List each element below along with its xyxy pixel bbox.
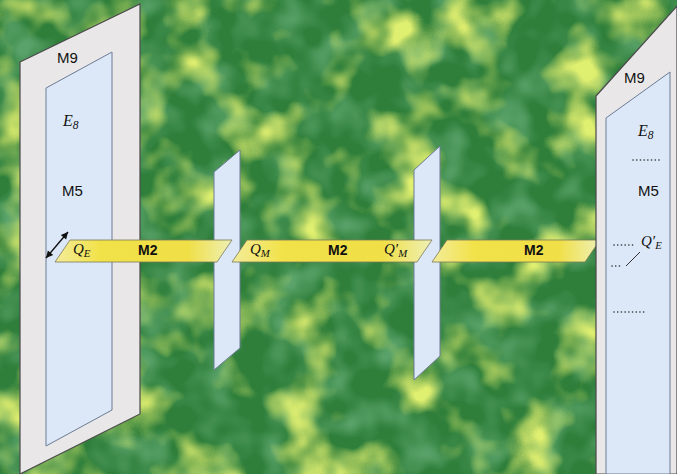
brane-label: M9 xyxy=(57,50,78,67)
transverse-plane xyxy=(414,146,440,380)
charge-label: E8 xyxy=(63,112,79,132)
m9-plate-shape xyxy=(596,6,677,474)
m2-brane-shape xyxy=(432,240,600,262)
brane-label: M9 xyxy=(624,70,645,87)
m2-brane: QE M2 xyxy=(55,240,232,262)
m2-brane: M2 xyxy=(432,240,600,262)
leader-line xyxy=(626,252,640,266)
brane-label: M5 xyxy=(638,183,659,200)
charge-label: E8 xyxy=(638,122,654,142)
dotted-mark xyxy=(612,265,623,267)
dotted-mark xyxy=(633,159,660,161)
dotted-mark xyxy=(614,311,645,313)
m2-brane-outline xyxy=(432,240,600,262)
m9-plate: M9E8M5 xyxy=(20,4,140,474)
m2-brane: QM M2 Q′M xyxy=(232,240,432,262)
m2-brane-shape xyxy=(232,240,432,262)
m5-brane: E8M5Q′E xyxy=(606,72,670,474)
brane-label: M2 xyxy=(524,243,543,258)
m2-brane-shape xyxy=(55,240,232,262)
brane-label: M5 xyxy=(62,183,83,200)
m9-plate-shape xyxy=(20,4,140,474)
brane-label: M2 xyxy=(138,243,157,258)
arrow-head xyxy=(61,232,68,240)
m5-brane-shape xyxy=(606,72,670,474)
m9-plate: M9E8M5Q′E xyxy=(596,6,677,474)
charge-label: QE xyxy=(73,241,90,260)
charge-label: QM xyxy=(250,241,270,260)
dotted-mark xyxy=(614,244,636,246)
arrow-head xyxy=(46,250,53,258)
brane-label: M2 xyxy=(328,243,347,258)
charge-label: Q′M xyxy=(384,241,407,260)
double-arrow xyxy=(46,232,68,258)
charge-label: Q′E xyxy=(641,233,662,252)
